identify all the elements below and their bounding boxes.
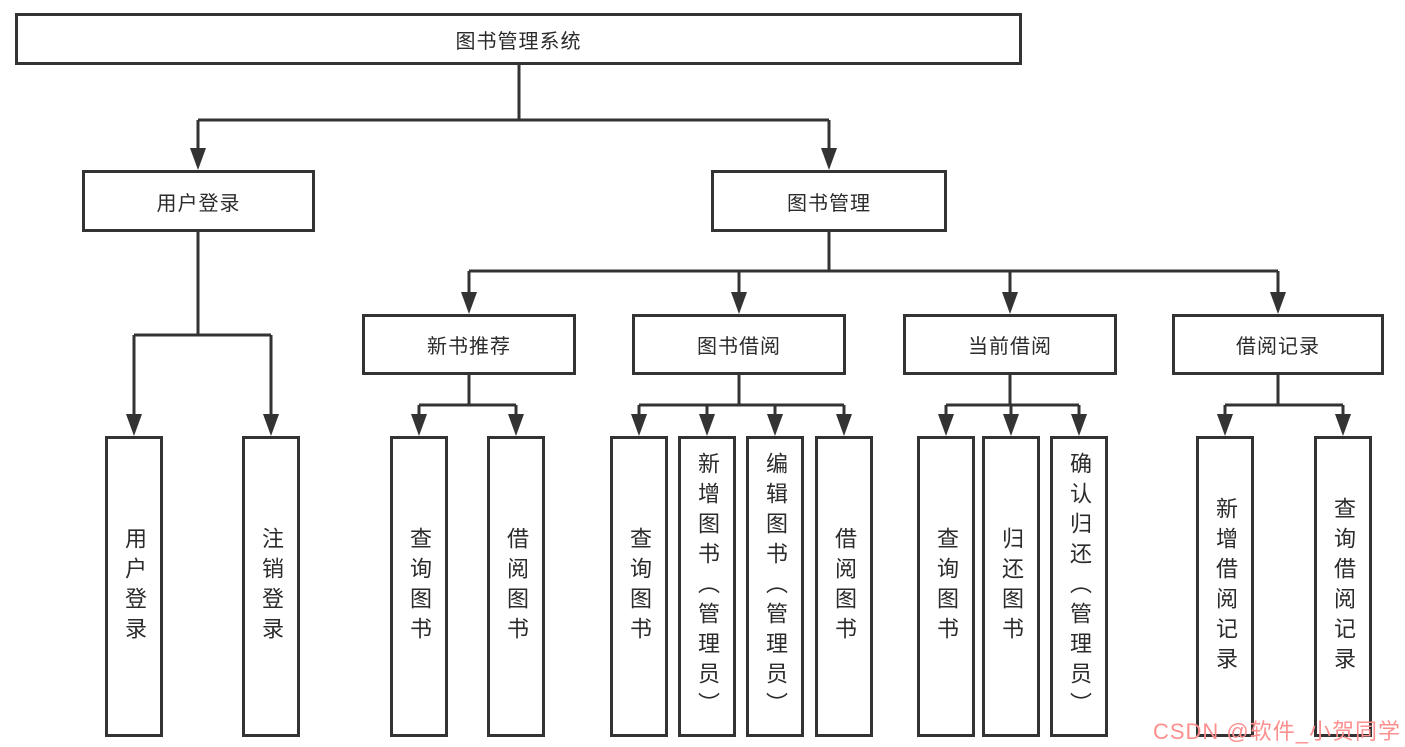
node-borrow-records: 借阅记录 — [1172, 314, 1384, 375]
node-user-login-branch: 用户登录 — [82, 170, 315, 232]
leaf-add-book-admin: 新增图书（管理员） — [678, 436, 736, 737]
node-book-management-branch: 图书管理 — [711, 170, 947, 232]
leaf-recommend-query-books: 查询图书 — [390, 436, 448, 737]
watermark: CSDN @软件_小贺同学 — [1152, 719, 1401, 744]
node-current-borrow: 当前借阅 — [903, 314, 1117, 375]
leaf-return-books: 归还图书 — [982, 436, 1040, 737]
leaf-confirm-return-admin: 确认归还（管理员） — [1050, 436, 1108, 737]
leaf-query-borrow-record: 查询借阅记录 — [1314, 436, 1372, 737]
leaf-recommend-borrow-books: 借阅图书 — [487, 436, 545, 737]
node-book-borrow: 图书借阅 — [632, 314, 846, 375]
leaf-edit-book-admin: 编辑图书（管理员） — [746, 436, 804, 737]
leaf-borrow-query-books: 查询图书 — [610, 436, 668, 737]
leaf-user-login: 用户登录 — [105, 436, 163, 737]
node-system-root: 图书管理系统 — [15, 13, 1022, 65]
node-new-book-recommend: 新书推荐 — [362, 314, 576, 375]
arrowheads — [126, 148, 1351, 436]
leaf-current-query-books: 查询图书 — [917, 436, 975, 737]
leaf-logout: 注销登录 — [242, 436, 300, 737]
leaf-add-borrow-record: 新增借阅记录 — [1196, 436, 1254, 737]
leaf-borrow-books: 借阅图书 — [815, 436, 873, 737]
